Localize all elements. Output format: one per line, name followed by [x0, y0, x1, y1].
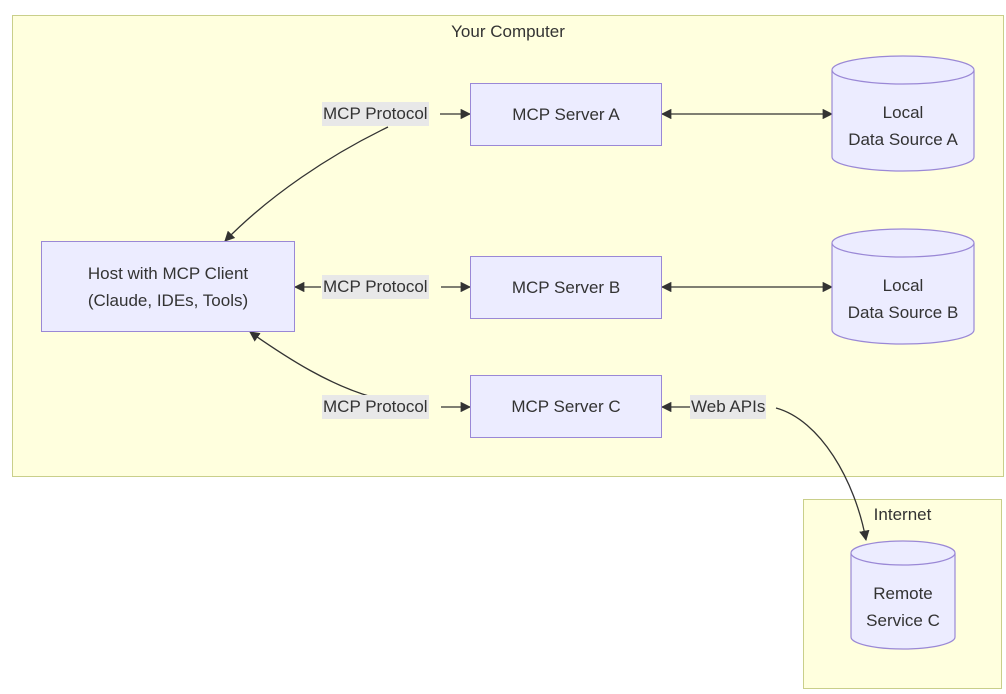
cylinder-remote-c	[850, 540, 956, 650]
node-remote-c-label: Remote Service C	[866, 584, 940, 630]
edge-host-server-c-curve	[249, 331, 373, 398]
node-server-c: MCP Server C	[470, 375, 662, 438]
node-local-b-label: Local Data Source B	[847, 276, 959, 322]
edge-label-host-server-a: MCP Protocol	[322, 102, 429, 126]
cylinder-local-a	[831, 55, 975, 172]
edge-label-host-server-b: MCP Protocol	[322, 275, 429, 299]
node-server-a: MCP Server A	[470, 83, 662, 146]
edge-host-server-a-curve	[224, 126, 389, 242]
edge-label-server-c-remote: Web APIs	[690, 395, 767, 419]
cluster-title-your-computer: Your Computer	[451, 22, 565, 41]
edge-label-host-server-c: MCP Protocol	[322, 395, 429, 419]
node-host: Host with MCP Client (Claude, IDEs, Tool…	[41, 241, 295, 332]
node-local-a-label: Local Data Source A	[848, 103, 958, 149]
cylinder-local-b	[831, 228, 975, 345]
cluster-internet: Internet	[803, 499, 1002, 689]
edge-web-remote-curve	[775, 407, 870, 542]
node-server-b: MCP Server B	[470, 256, 662, 319]
cluster-title-internet: Internet	[873, 505, 932, 524]
